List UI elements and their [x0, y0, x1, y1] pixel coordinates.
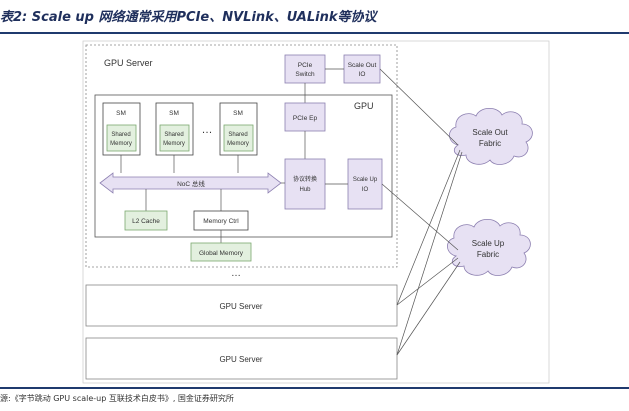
- server3-scaleup-link: [396, 261, 461, 356]
- scaleupio-fabric-link: [381, 183, 459, 251]
- shared-memory-3-line1: Shared: [228, 132, 247, 138]
- gpu-server-2-box: [85, 284, 398, 327]
- servers-ellipsis: …: [231, 268, 241, 279]
- gpu-server-main-box: [85, 44, 398, 268]
- top-rule: [0, 32, 629, 34]
- gpu-server-3-box: [85, 337, 398, 380]
- bottom-rule: [0, 387, 629, 389]
- noc-bus-label: NoC 总线: [177, 179, 205, 188]
- global-memory-label: Global Memory: [199, 250, 244, 257]
- gpu-label: GPU: [354, 101, 374, 111]
- gpu-server-main-label: GPU Server: [104, 58, 153, 68]
- pcie-switch-line2: Switch: [295, 71, 315, 78]
- scale-up-io-line2: IO: [362, 187, 369, 193]
- scale-up-fabric-line2: Fabric: [477, 250, 499, 259]
- pcie-switch-line1: PCIe: [298, 62, 313, 69]
- shared-memory-2-line1: Shared: [164, 132, 183, 138]
- scale-up-io-block: [347, 158, 383, 210]
- protocol-hub-line1: 协议转换: [293, 175, 317, 183]
- protocol-hub-line2: Hub: [299, 187, 311, 193]
- sm-label-1: SM: [116, 110, 126, 117]
- scale-out-io-line2: IO: [359, 71, 366, 78]
- server2-scaleup-link: [396, 257, 459, 306]
- l2-cache-label: L2 Cache: [132, 218, 160, 225]
- shared-memory-1: [106, 124, 137, 152]
- scale-out-fabric-cloud: [449, 107, 533, 165]
- scaleoutio-fabric-link: [379, 68, 459, 146]
- pcie-switch-block: [284, 54, 326, 84]
- pcie-ep-label: PCIe Ep: [293, 115, 318, 122]
- figure-title: 表2: Scale up 网络通常采用PCIe、NVLink、UALink等协议: [0, 10, 377, 25]
- global-memory-block: [190, 242, 252, 262]
- scale-up-fabric-line1: Scale Up: [472, 239, 505, 248]
- scale-up-io-line1: Scale Up: [353, 177, 378, 183]
- server3-scaleout-link: [396, 151, 463, 356]
- figure-frame: [82, 40, 550, 384]
- scale-out-io-block: [343, 54, 381, 84]
- sm-ellipsis: …: [202, 124, 213, 136]
- gpu-server-2-label: GPU Server: [219, 302, 262, 311]
- shared-memory-2-line2: Memory: [163, 141, 185, 147]
- sm-label-3: SM: [233, 110, 243, 117]
- memory-ctrl-label: Memory Ctrl: [203, 218, 239, 225]
- shared-memory-1-line2: Memory: [110, 141, 132, 147]
- scale-up-fabric-cloud: [447, 218, 531, 276]
- scale-out-fabric-line2: Fabric: [479, 139, 501, 148]
- gpu-server-3-label: GPU Server: [219, 355, 262, 364]
- server2-scaleout-link: [396, 149, 461, 306]
- scale-out-io-line1: Scale Out: [348, 62, 377, 69]
- sm-label-2: SM: [169, 110, 179, 117]
- l2-cache-block: [124, 210, 168, 231]
- shared-memory-1-line1: Shared: [111, 132, 130, 138]
- source-note: 源:《字节跳动 GPU scale-up 互联技术白皮书》, 国金证券研究所: [0, 394, 234, 403]
- protocol-hub-block: [284, 158, 326, 210]
- scale-out-fabric-line1: Scale Out: [472, 128, 508, 137]
- shared-memory-3-line2: Memory: [227, 141, 249, 147]
- shared-memory-3: [223, 124, 254, 152]
- shared-memory-2: [159, 124, 190, 152]
